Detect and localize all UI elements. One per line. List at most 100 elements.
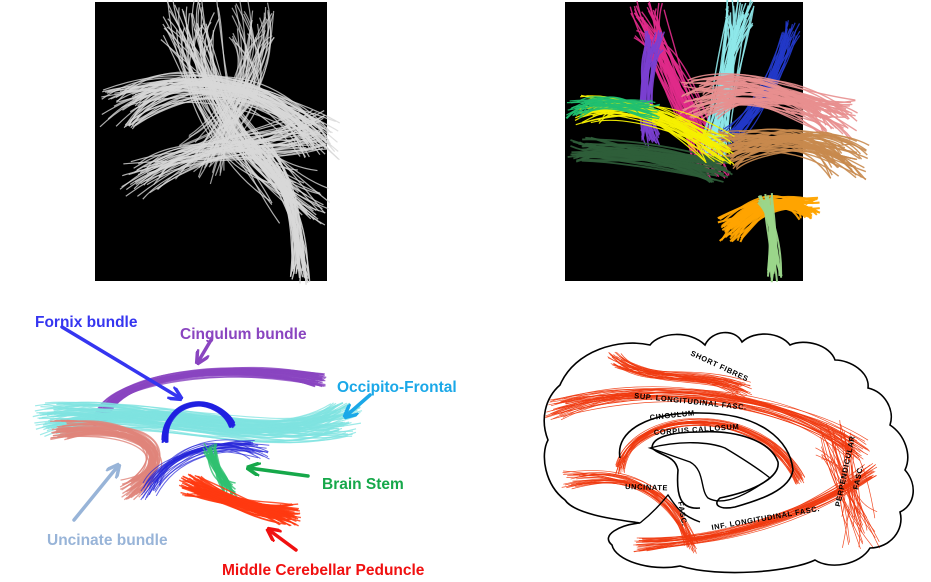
gray-fiber [268,148,302,268]
fornix-fiber [140,446,269,492]
perpendicular-line [850,442,878,513]
sup-longitudinal-line [552,388,867,445]
colored-fiber [578,142,715,165]
gray-fiber [194,23,260,143]
short-fibre-line [621,357,741,383]
fornix-fiber [155,450,269,497]
cingulum-fiber [101,370,324,414]
cingulum-line [624,421,801,476]
colored-fiber [576,151,730,165]
uncinate-line [566,476,688,537]
colored-fiber [699,88,849,129]
short-fibre-line [617,362,746,391]
colored-fiber [590,119,713,147]
colored-fiber [738,128,833,168]
brain-stem-fiber [208,446,232,495]
occipito-frontal-arrow [346,393,372,416]
colored-fiber [582,98,654,119]
inf-longitudinal-line [638,475,864,547]
colored-tractography-panel [565,0,870,283]
uncinate-line [575,482,688,548]
cingulum-line [616,420,796,481]
fornix-fiber [146,440,252,499]
brain-stem-arrow [249,468,310,478]
gray-fiber [251,141,306,278]
gray-fiber [175,37,275,180]
uncinate-line [570,474,686,544]
perpendicular-line [838,434,851,548]
label-cingulum-bundle: Cingulum bundle [180,326,307,343]
uncinate-line [561,482,694,541]
gray-fiber [186,13,277,172]
brain-stem-fiber [214,443,225,493]
cingulum-line [615,424,804,480]
gray-fiber [180,13,274,172]
colored-fiber [715,135,836,163]
colored-fiber [566,99,656,104]
colored-fiber [578,99,650,119]
perpendicular-line [831,437,861,550]
perpendicular-line [840,424,860,514]
mcp-fiber [182,475,291,518]
colored-fiber [651,49,661,136]
colored-fiber [642,30,654,143]
inf-longitudinal-line [636,475,877,548]
gray-fiber [212,10,270,158]
occipito-frontal-fiber [47,410,351,424]
uncinate-arrow [72,466,118,522]
label-uncinate: UNCINATE [625,482,668,492]
sup-longitudinal-line [557,396,855,457]
occipito-frontal-fiber [40,406,361,428]
inf-longitudinal-line [641,472,869,543]
perpendicular-line [821,446,863,545]
label-middle-cerebellar-peduncle: Middle Cerebellar Peduncle [222,562,425,579]
gray-fiber [222,17,265,148]
sup-longitudinal-line [550,401,864,460]
brain-stem-fiber [205,454,234,495]
gray-fiber [195,0,331,203]
colored-fiber [687,73,850,120]
fornix-fiber [143,442,261,493]
inf-longitudinal-line [634,475,865,553]
mcp-arrow [269,530,298,552]
brain-outline [543,331,914,574]
colored-fiber [763,200,773,282]
gray-fiber [211,2,272,173]
cingulum-fiber [96,370,319,419]
labeled-bundles-panel: Fornix bundle Cingulum bundle Occipito-F… [32,314,457,579]
red-fiber-lines [544,351,881,554]
colored-fiber [598,114,720,138]
gray-fiber [188,12,273,138]
perpendicular-line [815,447,846,517]
gray-fiber-bundles [99,0,341,285]
anatomical-drawing-panel: SHORT FIBRES SUP. LONGITUDINAL FASC. CIN… [543,331,914,574]
colored-fiber-bundles [565,0,870,283]
occipito-frontal-fiber [46,410,363,432]
perpendicular-line [821,455,876,532]
gray-fiber [137,79,339,132]
colored-fiber [721,141,832,179]
label-brain-stem: Brain Stem [322,476,404,493]
label-arrows [60,325,372,552]
fornix-fiber [161,402,235,444]
gray-fiber [159,144,324,169]
gray-fiber [203,12,273,206]
brain-stem-fiber [214,451,225,494]
fornix-fiber [148,443,254,489]
occipito-frontal-fiber [44,401,343,437]
colored-fiber [710,74,825,106]
colored-fiber [570,145,725,178]
cingulum-arrow [198,338,213,362]
gray-fiber [115,76,327,138]
gray-fiber [183,36,271,202]
perpendicular-line [830,454,864,526]
corpus-callosum-outline [618,412,794,509]
perpendicular-line [820,427,862,528]
label-occipito-frontal: Occipito-Frontal [337,379,457,396]
colored-fiber [739,205,802,229]
perpendicular-line [845,437,854,518]
perpendicular-line [852,447,876,519]
gray-fiber [180,15,256,168]
colored-fiber [700,96,821,124]
